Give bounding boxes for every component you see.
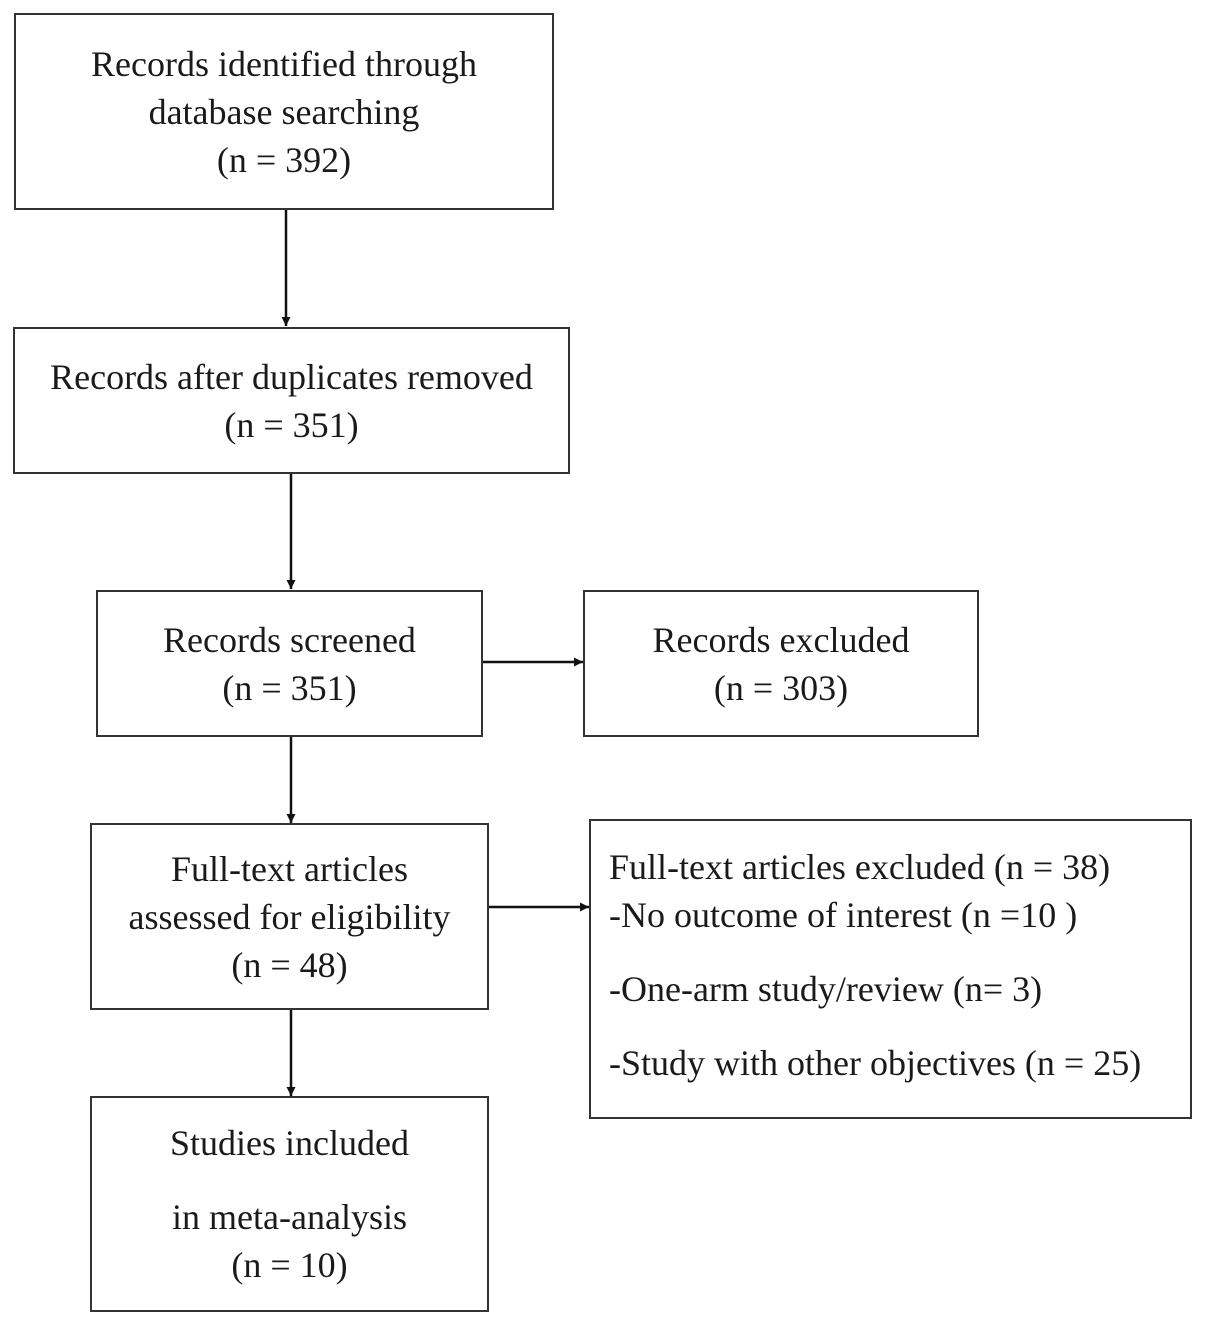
identified-count: (n = 392) <box>216 139 352 180</box>
included-box: Studies included in meta-analysis (n = 1… <box>90 1096 489 1312</box>
duplicates-removed-count: (n = 351) <box>224 404 359 445</box>
full-text-line-2: assessed for eligibility <box>128 896 451 937</box>
excluded-label: Records excluded <box>652 619 910 660</box>
duplicates-removed-label: Records after duplicates removed <box>50 356 533 397</box>
included-line-2: in meta-analysis <box>172 1197 407 1237</box>
full-text-excluded-title: Full-text articles excluded (n = 38) <box>609 847 1111 887</box>
excluded-box: Records excluded (n = 303) <box>583 590 979 737</box>
full-text-line-1: Full-text articles <box>171 848 408 889</box>
identified-line-1: Records identified through <box>91 43 477 84</box>
screened-label: Records screened <box>163 619 416 660</box>
exclusion-reason-one-arm: -One-arm study/review (n= 3) <box>609 969 1043 1009</box>
screened-box: Records screened (n = 351) <box>96 590 483 737</box>
screened-count: (n = 351) <box>222 667 357 708</box>
exclusion-reason-no-outcome: -No outcome of interest (n =10 ) <box>609 895 1078 935</box>
included-count: (n = 10) <box>231 1245 348 1285</box>
duplicates-removed-box: Records after duplicates removed (n = 35… <box>13 327 570 474</box>
exclusion-reason-other-objectives: -Study with other objectives (n = 25) <box>609 1043 1142 1083</box>
full-text-excluded-box: Full-text articles excluded (n = 38) -No… <box>589 819 1192 1119</box>
included-line-1: Studies included <box>170 1123 409 1163</box>
full-text-count: (n = 48) <box>231 944 348 985</box>
excluded-count: (n = 303) <box>713 667 849 708</box>
full-text-box: Full-text articles assessed for eligibil… <box>90 823 489 1010</box>
identified-box: Records identified through database sear… <box>14 13 554 210</box>
identified-line-2: database searching <box>148 91 420 132</box>
